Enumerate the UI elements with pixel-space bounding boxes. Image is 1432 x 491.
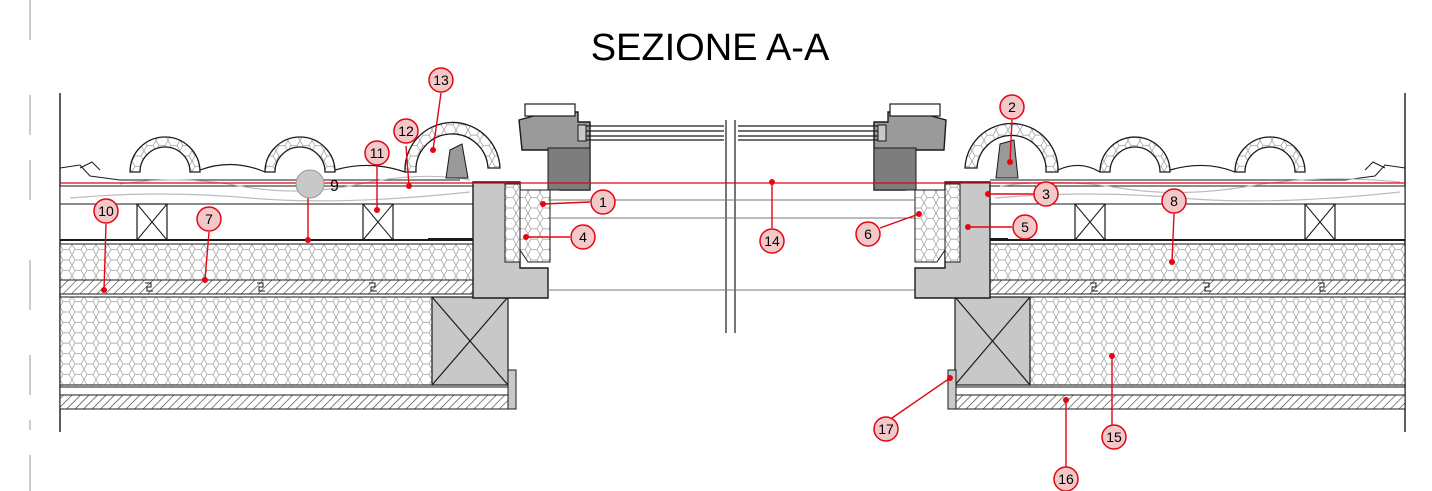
svg-text:9: 9 — [330, 178, 339, 195]
callout-16: 16 — [1053, 466, 1079, 491]
left-assembly — [59, 103, 724, 410]
callout-9: 9 — [295, 169, 339, 199]
svg-text:12: 12 — [398, 123, 414, 139]
batten — [1074, 203, 1106, 241]
svg-text:11: 11 — [370, 145, 385, 161]
callout-15: 15 — [1101, 424, 1127, 450]
svg-text:2: 2 — [1008, 99, 1016, 115]
callout-7: 7 — [196, 206, 222, 232]
svg-text:5: 5 — [1021, 219, 1029, 235]
callout-1: 1 — [590, 189, 616, 215]
callout-dots — [101, 147, 1175, 403]
svg-text:3: 3 — [1042, 186, 1050, 202]
batten — [1304, 203, 1336, 241]
svg-text:6: 6 — [864, 226, 872, 242]
svg-text:1: 1 — [599, 194, 607, 210]
page-title: SEZIONE A-A — [591, 27, 830, 69]
roof-tile — [1099, 136, 1171, 173]
roof-tile — [964, 122, 1059, 179]
svg-text:4: 4 — [579, 229, 587, 245]
callout-14: 14 — [759, 228, 785, 254]
callout-13: 13 — [428, 67, 454, 93]
callout-11: 11 — [364, 140, 390, 166]
svg-text:15: 15 — [1106, 429, 1122, 445]
svg-text:13: 13 — [433, 72, 449, 88]
callout-3: 3 — [1033, 181, 1059, 207]
callout-4: 4 — [570, 224, 596, 250]
roof-tile — [1234, 136, 1306, 173]
roof-tile — [129, 136, 201, 173]
batten — [136, 203, 168, 241]
svg-text:8: 8 — [1170, 193, 1178, 209]
callout-2: 2 — [999, 94, 1025, 120]
svg-text:14: 14 — [764, 233, 780, 249]
callouts — [103, 92, 1175, 468]
callout-17: 17 — [873, 416, 899, 442]
roof-tile — [264, 136, 336, 173]
right-assembly — [738, 103, 1406, 410]
svg-text:10: 10 — [98, 203, 114, 219]
callout-10: 10 — [93, 198, 119, 224]
callout-12: 12 — [393, 118, 419, 144]
callout-6: 6 — [855, 221, 881, 247]
callout-8: 8 — [1161, 188, 1187, 214]
svg-text:17: 17 — [878, 421, 894, 437]
svg-text:7: 7 — [205, 211, 213, 227]
callout-5: 5 — [1012, 214, 1038, 240]
svg-text:16: 16 — [1058, 471, 1074, 487]
roof-tile — [404, 121, 501, 179]
